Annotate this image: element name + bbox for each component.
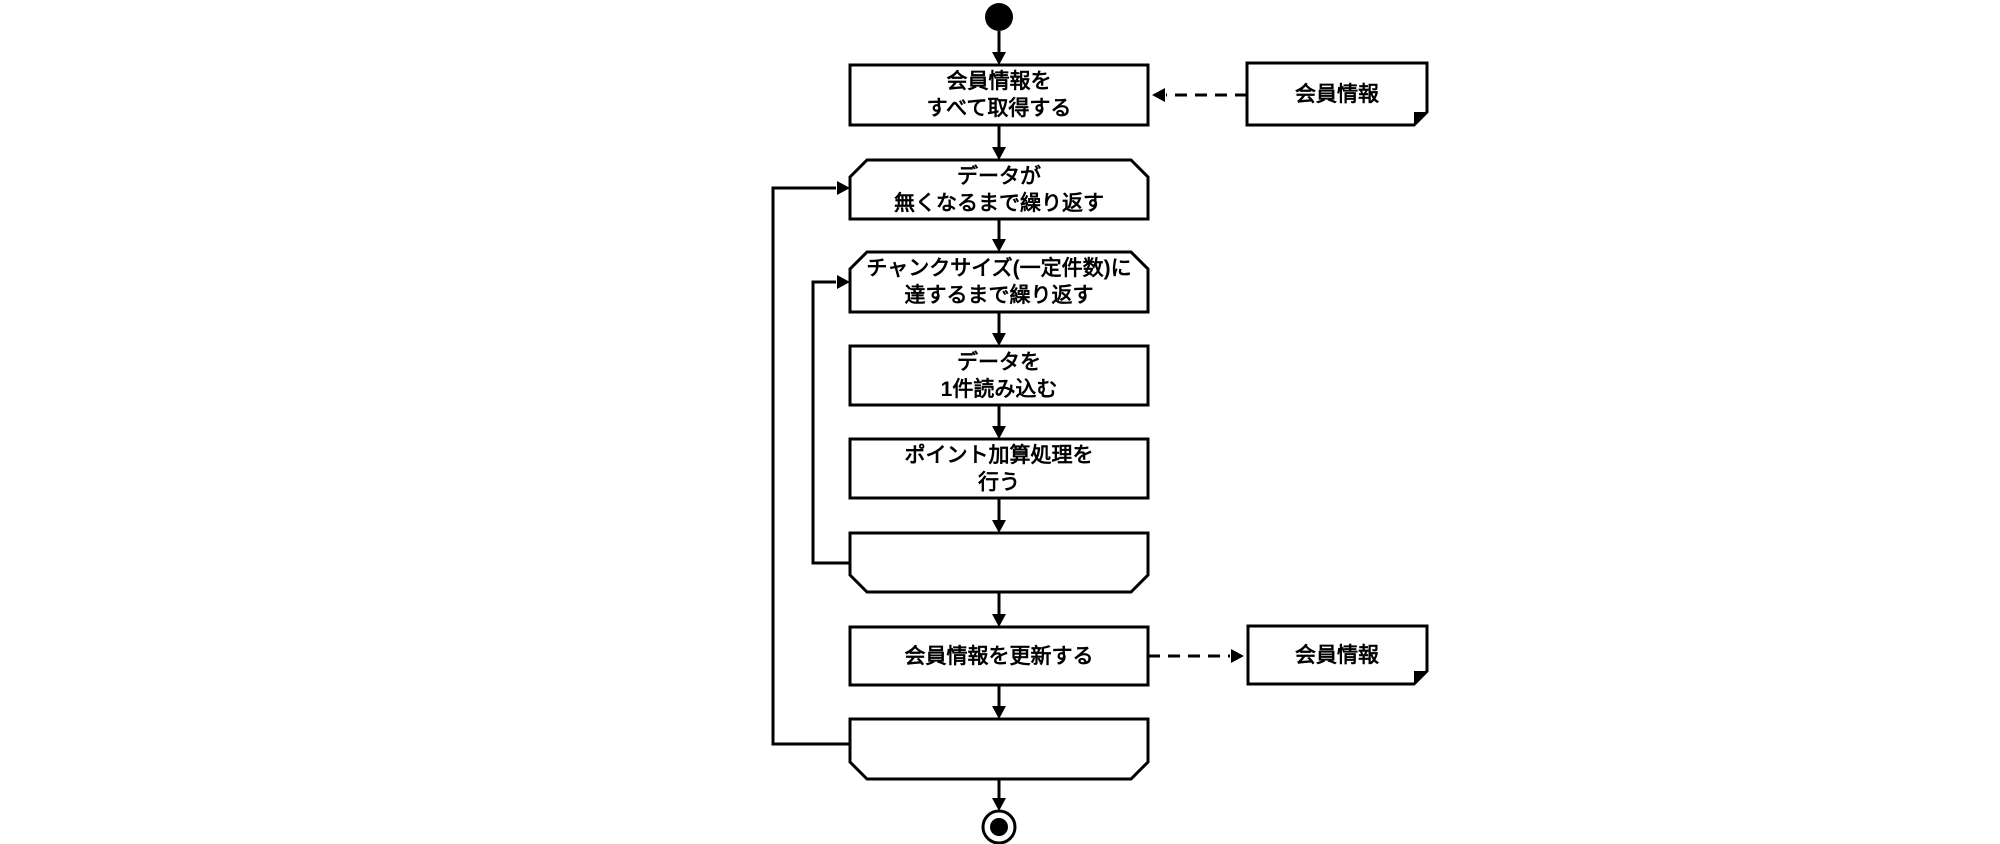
- final-node: [981, 809, 1017, 844]
- action-update-members: [848, 625, 1150, 687]
- flow-arrow-get-to-loop-outer: [992, 125, 1006, 160]
- initial-node: [985, 3, 1013, 31]
- dataflow-input-edge: [1152, 88, 1247, 102]
- flow-arrow-loop-outer-to-loop-inner: [992, 219, 1006, 252]
- loop-begin-outer: [848, 158, 1150, 221]
- action-get-all-members: [848, 63, 1150, 127]
- action-read-one-record: [848, 344, 1150, 407]
- action-read-one-record-label-line1: データを: [957, 350, 1041, 374]
- note-member-info-output-label: 会員情報: [1295, 643, 1380, 667]
- action-add-points-label-line2: 行う: [977, 470, 1020, 494]
- loop-begin-inner-label-line2: 達するまで繰り返す: [905, 283, 1094, 307]
- note-member-info-input: 会員情報: [1245, 61, 1429, 127]
- loop-back-outer-edge: [771, 181, 850, 746]
- flow-arrow-loopend-inner-to-update: [992, 592, 1006, 627]
- flow-arrow-loopend-outer-to-final: [992, 779, 1006, 811]
- loop-begin-inner-label-line1: チャンクサイズ(一定件数)に: [866, 256, 1131, 280]
- flow-arrow-loop-inner-to-read: [992, 312, 1006, 346]
- action-update-members-label: 会員情報を更新する: [905, 644, 1094, 668]
- action-read-one-record-label-line2: 1件読み込む: [941, 377, 1058, 401]
- note-member-info-input-label: 会員情報: [1295, 82, 1380, 106]
- action-add-points: [848, 437, 1150, 500]
- loop-begin-inner: [848, 250, 1150, 314]
- action-add-points-label-line1: ポイント加算処理を: [905, 443, 1094, 467]
- action-get-all-members-label-line1: 会員情報を: [947, 69, 1052, 93]
- action-get-all-members-label-line2: すべて取得する: [927, 96, 1072, 120]
- loop-begin-outer-label-line2: 無くなるまで繰り返す: [894, 191, 1104, 215]
- flow-arrow-update-to-loopend-outer: [992, 685, 1006, 719]
- loop-end-outer: [848, 717, 1150, 781]
- flow-arrow-addpoints-to-loopend-inner: [992, 498, 1006, 533]
- note-fold-icon: [1414, 671, 1427, 684]
- note-member-info-output: 会員情報: [1246, 624, 1429, 686]
- flow-arrow-start-to-get: [992, 31, 1006, 65]
- note-fold-icon: [1414, 112, 1427, 125]
- dataflow-output-edge: [1148, 649, 1244, 663]
- loop-begin-outer-label-line1: データが: [957, 164, 1041, 188]
- loop-end-inner: [848, 531, 1150, 594]
- flow-arrow-read-to-addpoints: [992, 405, 1006, 439]
- loop-back-inner-edge: [811, 275, 850, 565]
